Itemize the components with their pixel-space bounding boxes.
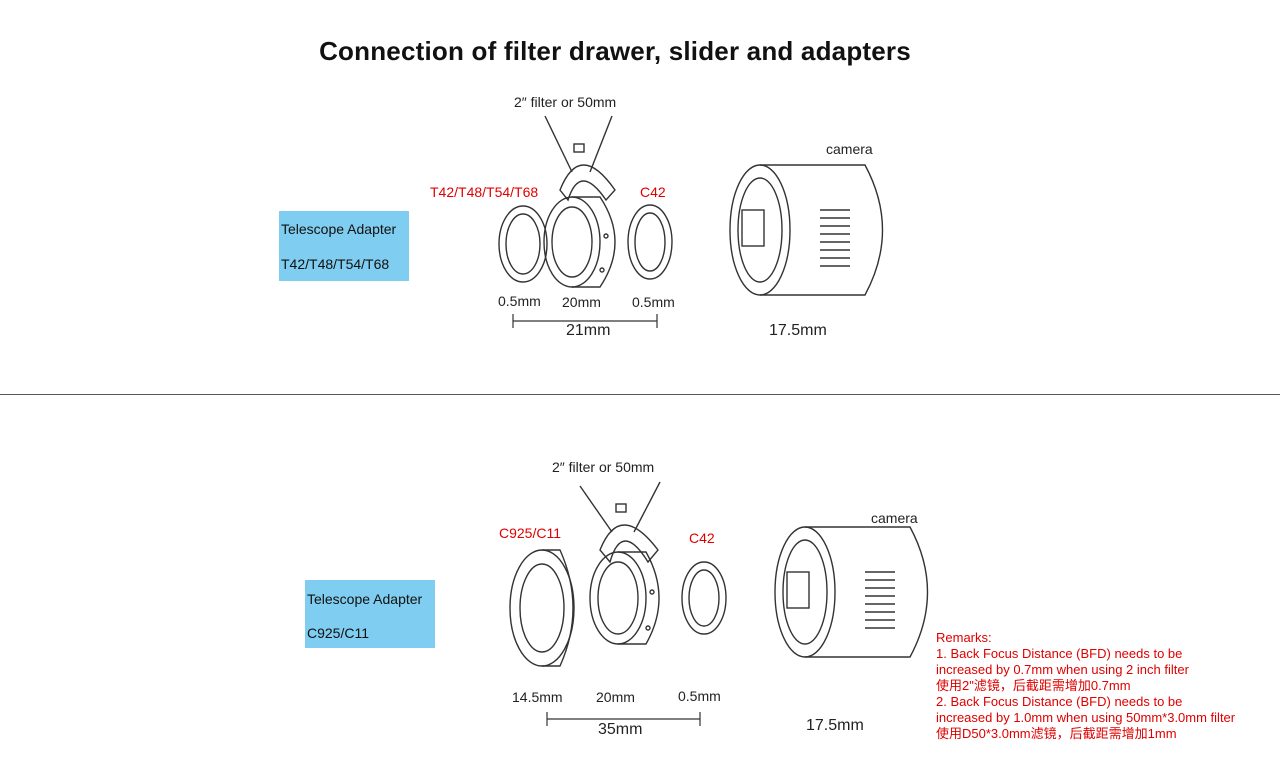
adapter-left-label: T42/T48/T54/T68 [430,184,539,200]
remark-line: 1. Back Focus Distance (BFD) needs to be [936,646,1183,661]
remarks-block: Remarks: 1. Back Focus Distance (BFD) ne… [936,630,1235,742]
remark-line: 使用D50*3.0mm滤镜，后截距需增加1mm [936,726,1177,741]
box-adapter-type: T42/T48/T54/T68 [281,256,390,272]
telescope-adapter-box: Telescope Adapter T42/T48/T54/T68 [279,211,409,281]
remark-line: 使用2"滤镜，后截距需增加0.7mm [936,678,1131,693]
camera-back-focus: 17.5mm [769,322,827,339]
dim-right: 0.5mm [632,294,675,310]
remark-line: 2. Back Focus Distance (BFD) needs to be [936,694,1183,709]
total-length: 21mm [566,322,611,339]
page-title: Connection of filter drawer, slider and … [319,36,911,66]
dim-right: 0.5mm [678,688,721,704]
remark-line: increased by 0.7mm when using 2 inch fil… [936,662,1189,677]
filter-drawer-illustration [509,481,929,667]
camera-back-focus: 17.5mm [806,717,864,734]
filter-label: 2″ filter or 50mm [514,94,617,110]
camera-label: camera [871,510,918,526]
adapter-right-label: C42 [689,530,715,546]
filter-drawer-illustration [498,115,884,296]
total-dimension-bracket [546,712,701,726]
remark-line: increased by 1.0mm when using 50mm*3.0mm… [936,710,1236,725]
remarks-heading: Remarks: [936,630,992,645]
dim-middle: 20mm [596,689,635,705]
total-dimension-bracket [512,314,658,328]
camera-label: camera [826,141,873,157]
dim-left: 0.5mm [498,293,541,309]
telescope-adapter-box: Telescope Adapter C925/C11 [305,580,435,648]
section-divider [0,394,1280,395]
adapter-left-label: C925/C11 [499,525,562,541]
box-adapter-type: C925/C11 [307,625,370,641]
box-heading: Telescope Adapter [281,221,397,237]
dim-middle: 20mm [562,294,601,310]
dim-left: 14.5mm [512,689,563,705]
total-length: 35mm [598,721,643,738]
filter-label: 2″ filter or 50mm [552,459,655,475]
adapter-right-label: C42 [640,184,666,200]
box-heading: Telescope Adapter [307,591,423,607]
